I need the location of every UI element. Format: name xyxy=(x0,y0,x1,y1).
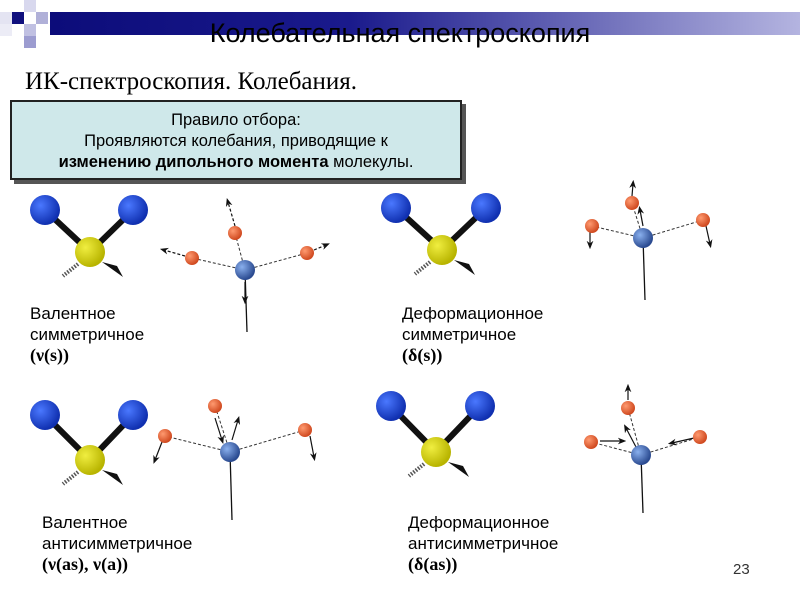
bond-dashed xyxy=(191,257,246,271)
displacement-arrow xyxy=(225,197,236,227)
selection-rule-box: Правило отбора: Проявляются колебания, п… xyxy=(10,100,462,180)
mode-type: антисимметричное xyxy=(42,534,193,553)
bond-dashed xyxy=(640,436,701,456)
displacement-arrow xyxy=(153,441,163,464)
outer-atom xyxy=(465,391,495,421)
peripheral-atom xyxy=(584,435,598,449)
rule-text-end: молекулы. xyxy=(328,153,414,171)
pyramid-center-atom xyxy=(235,260,255,280)
displacement-arrow xyxy=(637,205,645,227)
pyramid-center-atom xyxy=(633,228,653,248)
peripheral-atom xyxy=(585,219,599,233)
peripheral-atom xyxy=(158,429,172,443)
pyramid-center-atom xyxy=(631,445,651,465)
bond-dashed xyxy=(164,435,231,453)
wedge-bond xyxy=(102,470,123,485)
displacement-arrow xyxy=(231,415,241,441)
pyramid-center-atom xyxy=(220,442,240,462)
displacement-arrow xyxy=(309,435,317,462)
bond-dashed xyxy=(591,225,644,239)
outer-atom xyxy=(30,400,60,430)
peripheral-atom xyxy=(625,196,639,210)
peripheral-atom xyxy=(621,401,635,415)
decor-square xyxy=(0,12,12,24)
mode-name: Деформационное xyxy=(408,513,550,532)
mode-label-stretch-sym: Валентное симметричное (ν(s)) xyxy=(30,303,144,366)
wedge-bond xyxy=(448,462,469,477)
mode-name: Валентное xyxy=(30,304,116,323)
decor-square xyxy=(12,12,24,24)
peripheral-atom xyxy=(208,399,222,413)
mode-symbol: (ν(s)) xyxy=(30,345,70,365)
mode-label-bend-sym: Деформационное симметричное (δ(s)) xyxy=(402,303,543,366)
bond-down xyxy=(642,237,646,301)
decor-square xyxy=(0,24,12,36)
peripheral-atom xyxy=(300,246,314,260)
peripheral-atom xyxy=(298,423,312,437)
mode-name: Валентное xyxy=(42,513,128,532)
mode-name: Деформационное xyxy=(402,304,544,323)
outer-atom xyxy=(381,193,411,223)
wedge-bond xyxy=(102,262,123,277)
peripheral-atom xyxy=(185,251,199,265)
displacement-arrow xyxy=(313,243,330,251)
mode-symbol: (ν(as), ν(a)) xyxy=(42,554,129,574)
peripheral-atom xyxy=(693,430,707,444)
page-number: 23 xyxy=(733,561,750,578)
mode-type: симметричное xyxy=(402,325,517,344)
displacement-arrow xyxy=(705,225,713,249)
outer-atom xyxy=(471,193,501,223)
hashed-bond xyxy=(61,262,80,278)
rule-emphasis: изменению дипольного момента xyxy=(58,153,329,171)
wedge-bond xyxy=(454,260,475,275)
bond-dashed xyxy=(229,429,306,453)
outer-atom xyxy=(376,391,406,421)
decor-square xyxy=(24,0,36,12)
slide-subtitle: ИК-спектроскопия. Колебания. xyxy=(25,68,358,95)
hashed-bond xyxy=(61,470,80,486)
central-atom xyxy=(421,437,451,467)
title-band xyxy=(50,12,800,35)
bond-dashed xyxy=(214,405,231,453)
bond-dashed xyxy=(627,407,642,456)
bond-down xyxy=(229,451,233,521)
rule-text: Проявляются колебания, приводящие к xyxy=(84,132,388,150)
mode-type: симметричное xyxy=(30,325,145,344)
displacement-arrow xyxy=(667,437,695,446)
displacement-arrow xyxy=(159,247,186,257)
outer-atom xyxy=(118,400,148,430)
bond-dashed xyxy=(590,441,642,456)
bond-dashed xyxy=(642,219,704,239)
outer-atom xyxy=(118,195,148,225)
displacement-arrow xyxy=(624,424,637,448)
central-atom xyxy=(427,235,457,265)
central-atom xyxy=(75,445,105,475)
mode-label-bend-asym: Деформационное антисимметричное (δ(as)) xyxy=(408,512,558,575)
slide-title: Колебательная спектроскопия xyxy=(209,18,591,48)
decor-square xyxy=(36,12,48,24)
decor-square xyxy=(24,24,36,36)
mode-symbol: (δ(s)) xyxy=(402,345,443,365)
peripheral-atom xyxy=(696,213,710,227)
displacement-arrow xyxy=(214,417,224,445)
decor-square xyxy=(24,36,36,48)
mode-label-stretch-asym: Валентное антисимметричное (ν(as), ν(a)) xyxy=(42,512,192,575)
bond-dashed xyxy=(244,252,308,271)
peripheral-atom xyxy=(228,226,242,240)
central-atom xyxy=(75,237,105,267)
rule-heading: Правило отбора: xyxy=(171,111,301,129)
outer-atom xyxy=(30,195,60,225)
mode-type: антисимметричное xyxy=(408,534,559,553)
hashed-bond xyxy=(413,260,432,276)
mode-symbol: (δ(as)) xyxy=(408,554,458,574)
displacement-arrow xyxy=(629,179,636,197)
hashed-bond xyxy=(407,462,426,478)
